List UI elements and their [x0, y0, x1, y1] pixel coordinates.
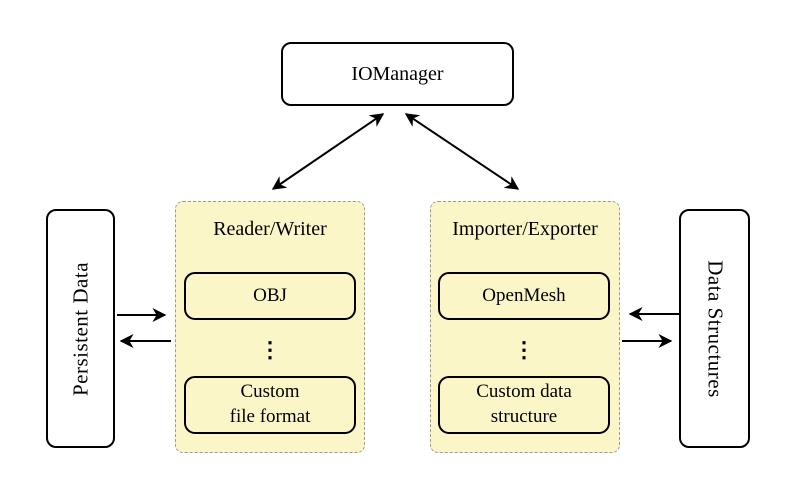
importer-exporter-title: Importer/Exporter	[452, 218, 598, 240]
persistent-data-node: Persistent Data	[46, 209, 115, 448]
custom-file-format-node: Custom file format	[184, 376, 356, 434]
reader-writer-title: Reader/Writer	[213, 218, 327, 240]
data-structures-label: Data Structures	[703, 259, 727, 398]
reader-writer-ellipsis: ⋮	[259, 337, 281, 362]
edge-iomanager-readerwriter	[271, 113, 385, 190]
custom-data-structure-node: Custom data structure	[438, 376, 610, 434]
edge-iomanager-importerexporter	[404, 113, 520, 190]
persistent-data-label: Persistent Data	[68, 261, 92, 396]
data-structures-node: Data Structures	[679, 209, 750, 448]
obj-node: OBJ	[184, 272, 356, 320]
openmesh-node: OpenMesh	[438, 272, 610, 320]
iomanager-label: IOManager	[351, 62, 444, 85]
importer-exporter-ellipsis: ⋮	[513, 337, 535, 362]
iomanager-node: IOManager	[281, 42, 514, 106]
